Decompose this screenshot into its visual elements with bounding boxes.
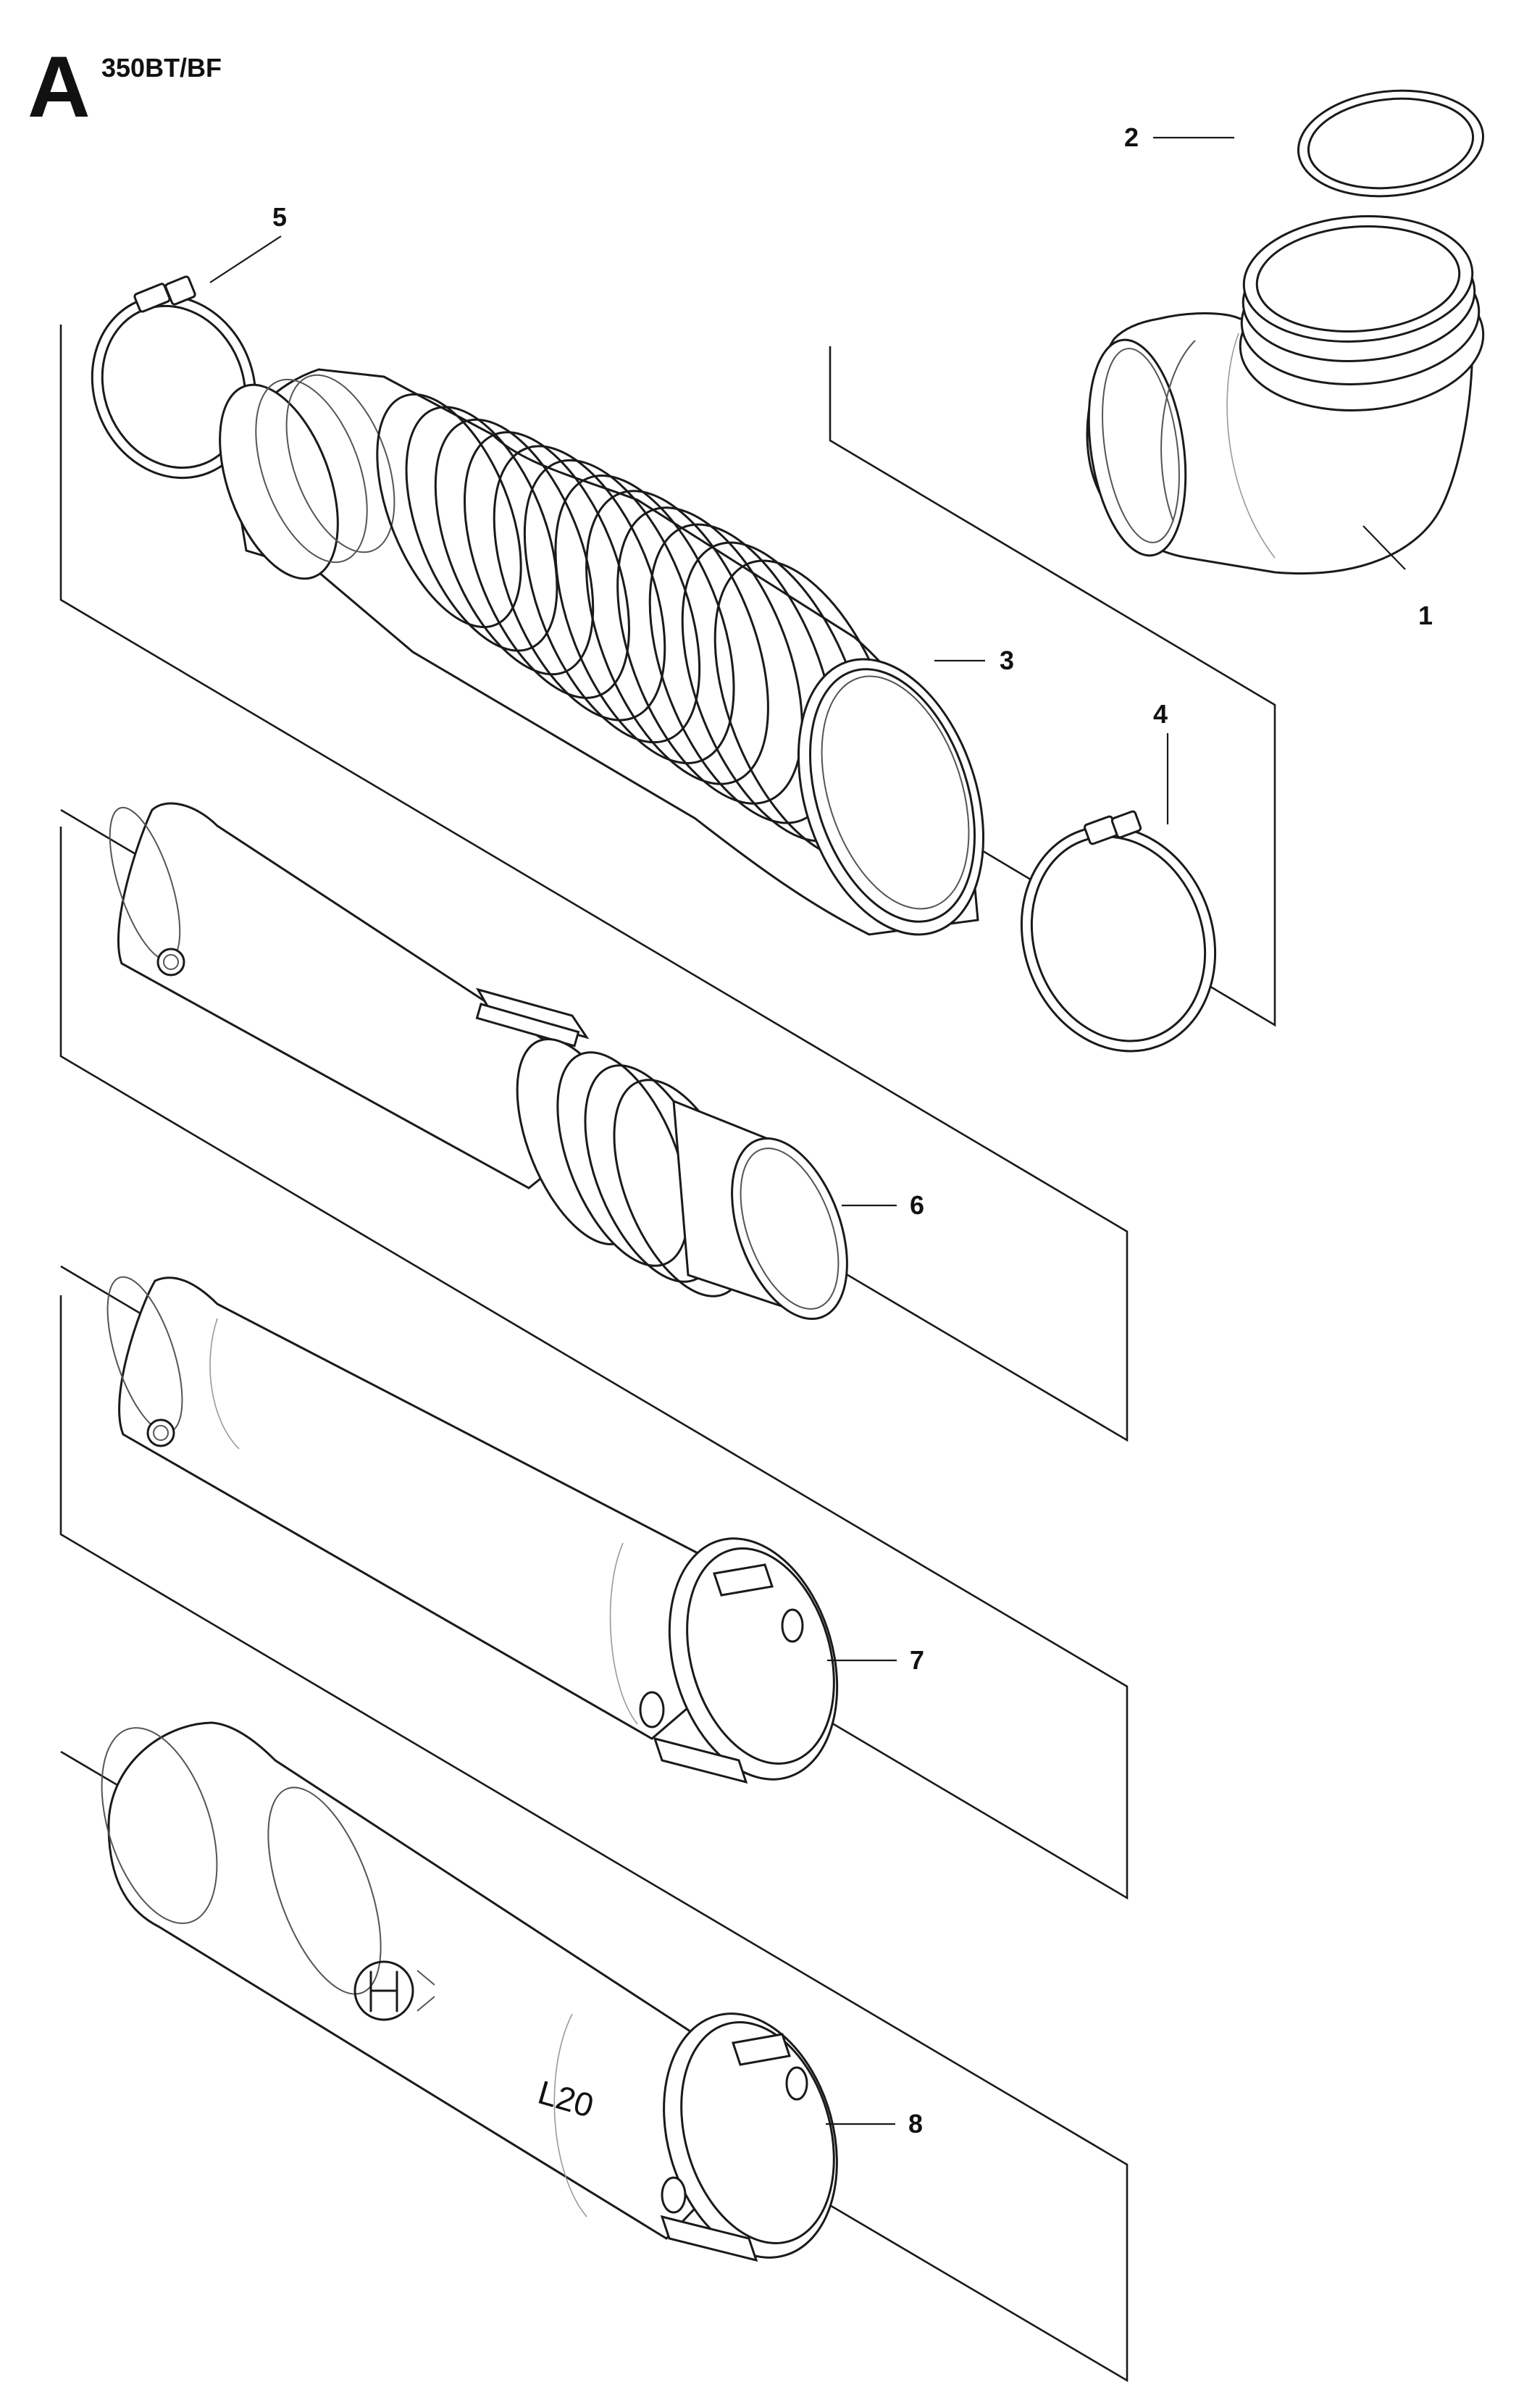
callout-numbers: 1 2 3 4 5 6 7 8 xyxy=(272,122,1433,2139)
leader-lines xyxy=(209,136,1406,2125)
brand-logo xyxy=(353,1960,435,2021)
callout-1: 1 xyxy=(1418,601,1433,630)
leader-1 xyxy=(1362,525,1406,570)
callout-3: 3 xyxy=(1000,645,1014,675)
callout-7: 7 xyxy=(910,1645,924,1675)
section-letter: A xyxy=(28,38,91,135)
hose-clamp-left xyxy=(91,275,257,480)
callout-6: 6 xyxy=(910,1190,924,1220)
callout-8: 8 xyxy=(908,2109,923,2139)
blower-tube-6 xyxy=(109,802,848,1320)
bellows-hose xyxy=(219,368,985,936)
blower-tube-7 xyxy=(106,1276,839,1784)
seal-ring xyxy=(1297,89,1485,198)
callout-4: 4 xyxy=(1153,699,1168,729)
elbow-pipe xyxy=(1086,215,1485,575)
model-number: 350BT/BF xyxy=(101,53,222,83)
callout-5: 5 xyxy=(272,202,287,232)
leader-5 xyxy=(209,235,282,283)
callout-2: 2 xyxy=(1124,122,1139,152)
hose-clamp-right xyxy=(1020,810,1217,1053)
blower-nozzle-tube: L20 xyxy=(101,1721,838,2262)
